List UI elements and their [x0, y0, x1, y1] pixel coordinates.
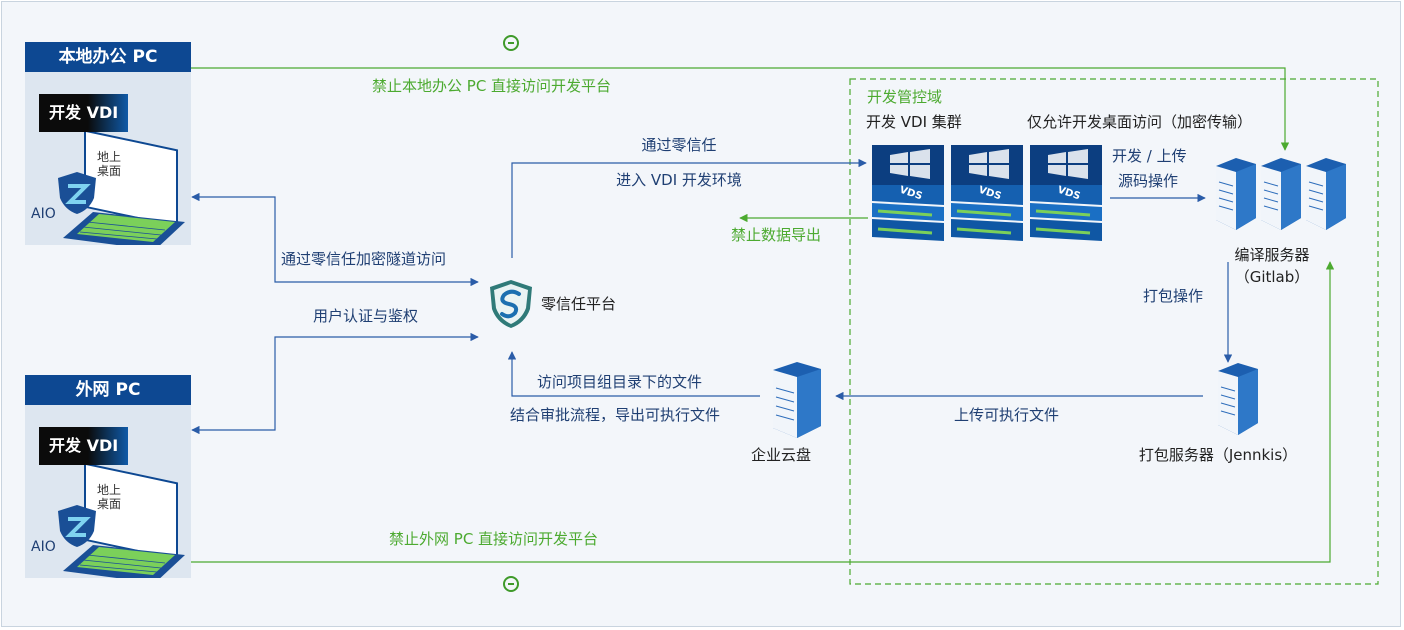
forbid-export-label: 禁止数据导出 [731, 226, 822, 244]
enter-vdi-label: 进入 VDI 开发环境 [616, 171, 742, 189]
external-auth-line [191, 332, 479, 435]
shield-s-logo-icon [490, 280, 532, 328]
shield-z-logo-icon [58, 172, 96, 214]
external-pc-title: 外网 PC [25, 375, 191, 405]
forbid-external-icon [503, 576, 519, 592]
local-pc-panel: 本地办公 PC 开发 VDI 地上 桌面 AIO [25, 42, 191, 245]
vdi-cluster-label: 开发 VDI 集群 [866, 113, 962, 131]
laptop-icon [63, 462, 185, 578]
access-project-files-label: 访问项目组目录下的文件 [537, 373, 703, 391]
zero-trust-platform-label: 零信任平台 [541, 295, 617, 313]
server-tower-icon [1218, 363, 1258, 435]
external-screen-text: 地上 桌面 [97, 483, 122, 511]
upload-executables-label: 上传可执行文件 [954, 406, 1060, 424]
compile-server-label: 编译服务器 [1234, 246, 1310, 264]
vdi-cluster: VDS VDS VDS [872, 143, 1107, 250]
server-tower-icon [1216, 158, 1347, 231]
cloud-disk-access-line [507, 351, 760, 397]
approval-export-label: 结合审批流程，导出可执行文件 [510, 406, 721, 424]
package-ops-label: 打包操作 [1143, 287, 1204, 305]
local-tunnel-line [191, 192, 479, 287]
forbid-external-line [190, 261, 1335, 563]
forbid-local-label: 禁止本地办公 PC 直接访问开发平台 [372, 77, 612, 95]
local-screen-text: 地上 桌面 [97, 150, 122, 178]
source-ops-label: 源码操作 [1118, 172, 1179, 190]
local-dev-vdi-tag: 开发 VDI [39, 94, 129, 132]
zero-trust-tunnel-label: 通过零信任加密隧道访问 [281, 250, 447, 268]
forbid-external-label: 禁止外网 PC 直接访问开发平台 [389, 530, 599, 548]
user-auth-label: 用户认证与鉴权 [313, 307, 419, 325]
server-tower-icon [773, 362, 821, 438]
external-pc-panel: 外网 PC 开发 VDI 地上 桌面 AIO [25, 375, 191, 578]
forbid-local-line [190, 67, 1290, 151]
local-pc-title: 本地办公 PC [25, 42, 191, 72]
shield-z-logo-icon [58, 505, 96, 547]
dev-domain-boundary [849, 78, 1379, 585]
compile-server-sublabel: （Gitlab） [1234, 268, 1310, 286]
enter-vdi-line [511, 158, 867, 258]
local-aio-label: AIO [31, 206, 56, 222]
dev-upload-label: 开发 / 上传 [1112, 147, 1187, 165]
enterprise-cloud-disk-label: 企业云盘 [750, 446, 812, 464]
via-zero-trust-label: 通过零信任 [641, 136, 717, 154]
laptop-icon [63, 129, 185, 245]
vds-server-icon [872, 143, 1104, 243]
dev-domain-title: 开发管控域 [867, 88, 943, 106]
only-dev-desktop-label: 仅允许开发桌面访问（加密传输） [1027, 113, 1253, 131]
external-aio-label: AIO [31, 539, 56, 555]
package-server-label: 打包服务器（Jennkis） [1138, 446, 1298, 464]
external-dev-vdi-tag: 开发 VDI [39, 427, 129, 465]
forbid-local-icon [503, 35, 519, 51]
